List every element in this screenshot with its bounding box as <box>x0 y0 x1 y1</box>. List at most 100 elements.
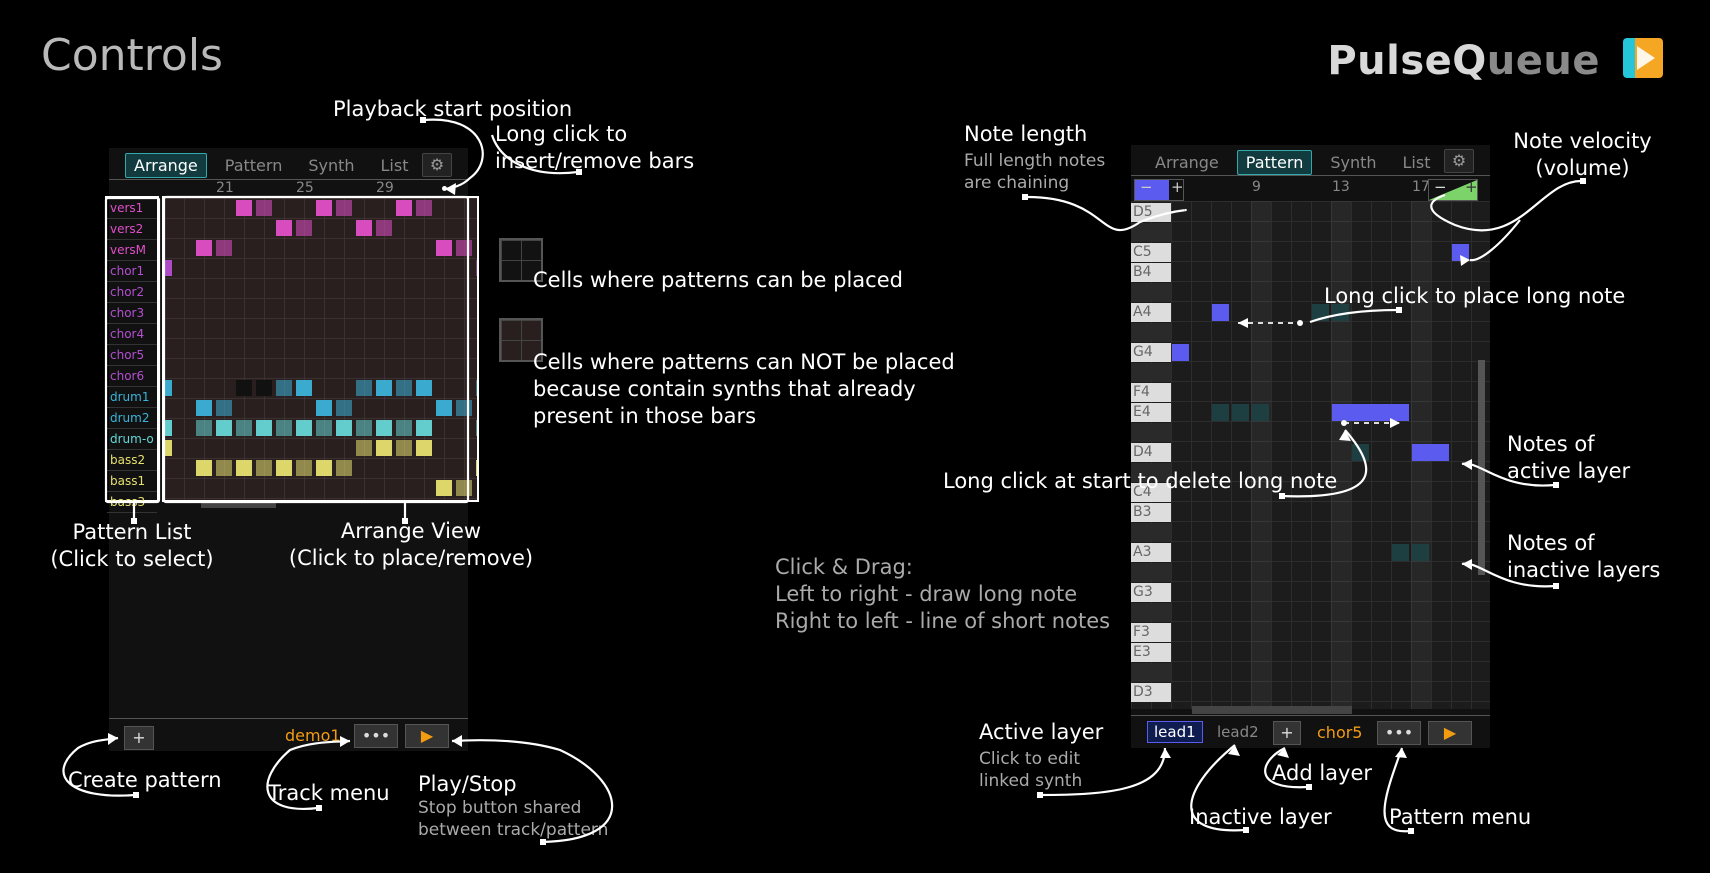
piano-key[interactable] <box>1131 523 1171 542</box>
arrange-cell[interactable] <box>276 460 292 476</box>
inactive-note[interactable] <box>1212 404 1229 421</box>
arrange-cell[interactable] <box>336 420 352 436</box>
piano-key[interactable]: A4 <box>1131 303 1171 322</box>
pattern-list-item[interactable]: versM <box>107 240 157 261</box>
piano-key[interactable] <box>1131 463 1171 482</box>
active-note[interactable] <box>1452 244 1469 261</box>
pattern-list-item[interactable]: chor5 <box>107 345 157 366</box>
arrange-cell[interactable] <box>396 380 412 396</box>
inactive-note[interactable] <box>1392 544 1409 561</box>
tab-synth[interactable]: Synth <box>308 155 355 175</box>
arrange-cell[interactable] <box>436 240 452 256</box>
track-menu-button[interactable]: ••• <box>354 724 398 748</box>
pattern-list-item[interactable]: drum2 <box>107 408 157 429</box>
arrange-cell[interactable] <box>476 460 477 476</box>
arrange-cell[interactable] <box>196 460 212 476</box>
piano-key[interactable]: C5 <box>1131 243 1171 262</box>
arrange-cell[interactable] <box>216 420 232 436</box>
arrange-grid[interactable] <box>162 196 479 502</box>
arrange-cell[interactable] <box>396 420 412 436</box>
create-pattern-button[interactable]: + <box>124 726 154 750</box>
arrange-cell[interactable] <box>316 200 332 216</box>
arrange-cell[interactable] <box>236 460 252 476</box>
arrange-cell[interactable] <box>256 380 272 396</box>
play-stop-button[interactable]: ▶ <box>405 724 449 748</box>
active-note[interactable] <box>1412 444 1449 461</box>
settings-gear-icon[interactable]: ⚙ <box>422 153 452 177</box>
velocity-plus[interactable]: + <box>1465 179 1478 196</box>
arrange-cell[interactable] <box>236 380 252 396</box>
arrange-cell[interactable] <box>476 380 477 396</box>
arrange-cell[interactable] <box>216 240 232 256</box>
arrange-cell[interactable] <box>296 380 312 396</box>
tab-pattern[interactable]: Pattern <box>1236 149 1313 175</box>
arrange-cell[interactable] <box>236 420 252 436</box>
arrange-cell[interactable] <box>276 420 292 436</box>
arrange-cell[interactable] <box>376 380 392 396</box>
piano-key[interactable] <box>1131 663 1171 682</box>
piano-key[interactable] <box>1131 223 1171 242</box>
pattern-list-item[interactable]: chor3 <box>107 303 157 324</box>
arrange-cell[interactable] <box>356 420 372 436</box>
play-stop-button[interactable]: ▶ <box>1428 721 1472 745</box>
pattern-list-item[interactable]: vers2 <box>107 219 157 240</box>
arrange-cell[interactable] <box>296 460 312 476</box>
arrange-cell[interactable] <box>256 460 272 476</box>
tab-arrange[interactable]: Arrange <box>1155 152 1219 172</box>
arrange-cell[interactable] <box>476 420 477 436</box>
piano-key[interactable]: F4 <box>1131 383 1171 402</box>
arrange-cell[interactable] <box>256 420 272 436</box>
arrange-cell[interactable] <box>476 260 477 276</box>
arrange-cell[interactable] <box>416 420 432 436</box>
arrange-cell[interactable] <box>216 460 232 476</box>
arrange-cell[interactable] <box>336 400 352 416</box>
arrange-cell[interactable] <box>356 220 372 236</box>
arrange-cell[interactable] <box>436 480 452 496</box>
inactive-layer-button[interactable]: lead2 <box>1217 723 1259 741</box>
arrange-cell[interactable] <box>316 420 332 436</box>
note-length-plus[interactable]: + <box>1171 178 1184 196</box>
pattern-list-item[interactable]: chor4 <box>107 324 157 345</box>
add-layer-button[interactable]: + <box>1273 721 1301 745</box>
piano-key[interactable]: C4 <box>1131 483 1171 502</box>
arrange-cell[interactable] <box>316 460 332 476</box>
note-length-control[interactable]: − + <box>1134 178 1184 201</box>
arrange-cell[interactable] <box>164 420 172 436</box>
pattern-list-item[interactable]: chor2 <box>107 282 157 303</box>
tab-synth[interactable]: Synth <box>1330 152 1377 172</box>
arrange-cell[interactable] <box>256 200 272 216</box>
arrange-scrollbar[interactable] <box>201 502 276 508</box>
arrange-cell[interactable] <box>356 440 372 456</box>
tab-list[interactable]: List <box>1402 152 1431 172</box>
arrange-cell[interactable] <box>164 440 172 456</box>
note-velocity-control[interactable]: − + <box>1428 179 1478 201</box>
piano-key[interactable] <box>1131 563 1171 582</box>
piano-key[interactable]: E4 <box>1131 403 1171 422</box>
piano-key[interactable]: D4 <box>1131 443 1171 462</box>
arrange-cell[interactable] <box>376 440 392 456</box>
arrange-cell[interactable] <box>296 220 312 236</box>
arrange-cell[interactable] <box>164 260 172 276</box>
arrange-cell[interactable] <box>416 440 432 456</box>
pattern-list-item[interactable]: drum1 <box>107 387 157 408</box>
track-name[interactable]: demo1 <box>285 726 341 745</box>
arrange-cell[interactable] <box>416 380 432 396</box>
arrange-cell[interactable] <box>396 200 412 216</box>
arrange-cell[interactable] <box>316 400 332 416</box>
active-note[interactable] <box>1332 404 1409 421</box>
piano-key[interactable]: D3 <box>1131 683 1171 702</box>
arrange-cell[interactable] <box>356 380 372 396</box>
pattern-menu-button[interactable]: ••• <box>1377 721 1421 745</box>
arrange-cell[interactable] <box>216 400 232 416</box>
arrange-cell[interactable] <box>196 240 212 256</box>
piano-key[interactable]: D5 <box>1131 203 1171 222</box>
pattern-list-item[interactable]: bass2 <box>107 450 157 471</box>
piano-key[interactable]: F3 <box>1131 623 1171 642</box>
piano-key[interactable]: A3 <box>1131 543 1171 562</box>
piano-key[interactable]: G4 <box>1131 343 1171 362</box>
pattern-list-item[interactable]: chor6 <box>107 366 157 387</box>
arrange-cell[interactable] <box>236 200 252 216</box>
arrange-cell[interactable] <box>436 400 452 416</box>
inactive-note[interactable] <box>1412 544 1429 561</box>
piano-key[interactable] <box>1131 363 1171 382</box>
